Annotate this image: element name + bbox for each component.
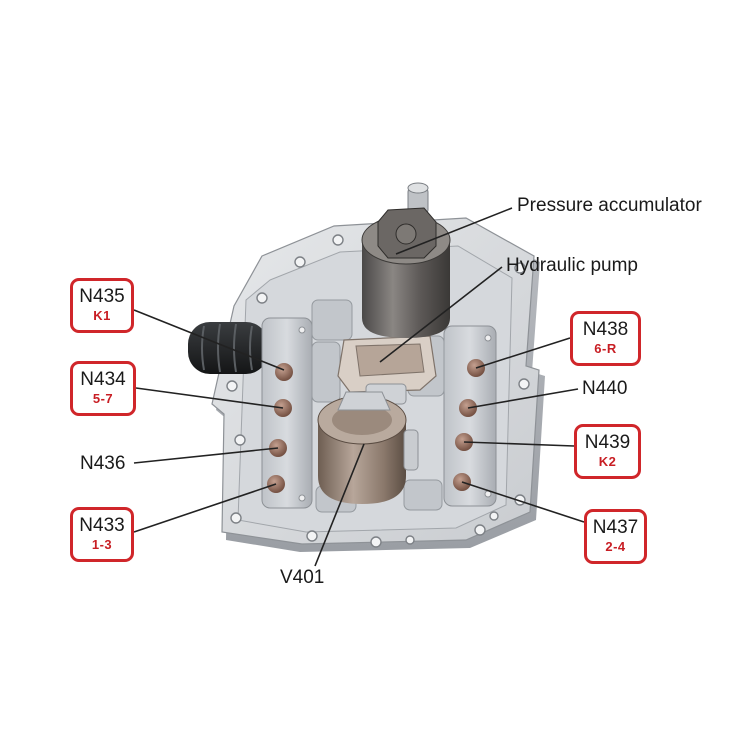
callout-n439-sub: K2: [598, 454, 617, 469]
callout-n439: N439 K2: [574, 424, 641, 479]
leader-lines: [133, 207, 585, 567]
callout-n435-code: N435: [79, 286, 125, 307]
label-pressure-accumulator: Pressure accumulator: [517, 195, 702, 216]
callout-n437-sub: 2-4: [605, 539, 626, 554]
leader-n434: [135, 387, 284, 409]
callout-n433: N433 1-3: [70, 507, 134, 562]
callout-n434: N434 5-7: [70, 361, 136, 416]
callout-n434-code: N434: [80, 369, 126, 390]
callout-n438-code: N438: [582, 319, 629, 340]
leader-pressure-accumulator: [395, 207, 513, 255]
label-n436: N436: [80, 453, 126, 474]
leader-n438: [475, 337, 571, 369]
label-hydraulic-pump: Hydraulic pump: [506, 255, 638, 276]
callout-n434-sub: 5-7: [92, 391, 114, 406]
hydraulic-pump-bracket: [337, 335, 437, 405]
leader-n440: [467, 388, 579, 409]
leader-n439: [463, 441, 575, 447]
callout-n433-sub: 1-3: [91, 537, 113, 552]
callout-n437: N437 2-4: [584, 509, 647, 564]
callout-n435: N435 K1: [70, 278, 134, 333]
right-solenoid-block: [443, 325, 497, 507]
callout-n438: N438 6-R: [570, 311, 641, 366]
label-n440: N440: [582, 378, 628, 399]
label-v401: V401: [280, 567, 325, 588]
left-solenoid-block: [261, 317, 313, 509]
callout-n435-sub: K1: [93, 308, 111, 323]
leader-n435: [133, 309, 285, 371]
callout-n438-sub: 6-R: [594, 341, 617, 356]
v401-motor: [317, 391, 419, 504]
leader-n436: [133, 447, 279, 464]
callout-n437-code: N437: [592, 517, 639, 538]
leader-n437: [461, 481, 585, 523]
callout-n439-code: N439: [584, 432, 631, 453]
leader-n433: [133, 483, 277, 533]
leader-hydraulic-pump: [379, 266, 503, 363]
leader-v401: [314, 443, 365, 567]
callout-n433-code: N433: [79, 515, 125, 536]
pressure-accumulator: [361, 182, 451, 338]
